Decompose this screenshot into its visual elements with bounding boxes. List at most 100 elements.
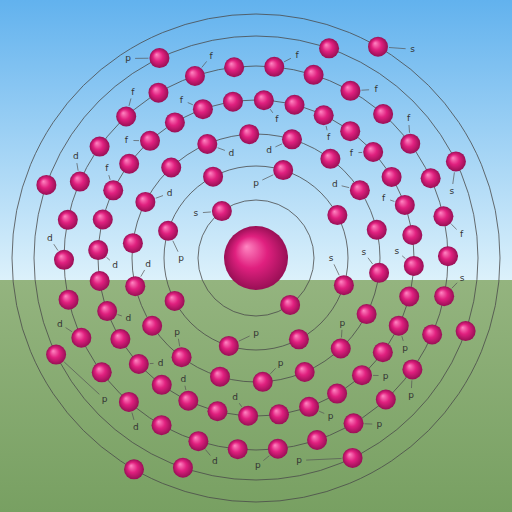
- subshell-label: d: [133, 422, 139, 432]
- leader-line: [54, 244, 58, 250]
- electron: [344, 413, 364, 433]
- electron: [70, 172, 90, 192]
- electron: [185, 66, 205, 86]
- subshell-label: p: [402, 343, 408, 353]
- subshell-label: s: [361, 247, 366, 257]
- subshell-label: p: [174, 327, 180, 337]
- leader-line: [361, 89, 369, 90]
- subshell-label: p: [253, 328, 259, 338]
- electron: [46, 345, 66, 365]
- subshell-label: p: [376, 419, 382, 429]
- electron: [178, 391, 198, 411]
- electron: [203, 167, 223, 187]
- subshell-label: d: [229, 148, 235, 158]
- electron: [376, 389, 396, 409]
- leader-line: [239, 336, 250, 341]
- subshell-label: f: [131, 87, 134, 97]
- electron: [402, 225, 422, 245]
- electron: [158, 221, 178, 241]
- subshell-label: d: [158, 358, 164, 368]
- shell-ring: [198, 200, 314, 316]
- electron: [421, 168, 441, 188]
- subshell-label: d: [126, 313, 132, 323]
- electron: [340, 81, 360, 101]
- subshell-label: d: [145, 259, 151, 269]
- leader-line: [135, 58, 148, 59]
- electron: [350, 180, 370, 200]
- shell-ring: [64, 66, 448, 450]
- shell-ring: [98, 100, 414, 416]
- subshell-label: d: [212, 456, 218, 466]
- leader-line: [239, 403, 242, 407]
- subshell-label: s: [449, 186, 454, 196]
- electron: [382, 167, 402, 187]
- electron: [395, 195, 415, 215]
- electron: [152, 415, 172, 435]
- electron: [456, 321, 476, 341]
- leader-line: [284, 58, 291, 62]
- electron: [188, 431, 208, 451]
- nucleus: [224, 226, 288, 290]
- shell-ring: [12, 14, 500, 502]
- electron: [59, 290, 79, 310]
- leader-line: [205, 450, 210, 456]
- electron: [446, 151, 466, 171]
- subshell-label: p: [255, 460, 261, 470]
- electron: [399, 287, 419, 307]
- electron: [152, 375, 172, 395]
- leader-line: [270, 368, 275, 374]
- electron: [219, 336, 239, 356]
- leader-line: [358, 152, 362, 153]
- electron: [142, 316, 162, 336]
- subshell-label: d: [112, 260, 118, 270]
- electron: [368, 37, 388, 57]
- electron: [273, 160, 293, 180]
- grass-ground: [0, 280, 512, 512]
- subshell-label: s: [194, 208, 199, 218]
- subshell-label: f: [407, 113, 410, 123]
- subshell-label: f: [460, 229, 463, 239]
- electron: [210, 367, 230, 387]
- subshell-label: p: [340, 318, 346, 328]
- electron: [212, 201, 232, 221]
- subshell-label: d: [167, 188, 173, 198]
- leader-line: [326, 126, 328, 130]
- leader-line: [133, 140, 139, 141]
- leader-line: [341, 330, 342, 338]
- leader-line: [365, 423, 373, 424]
- electron: [404, 256, 424, 276]
- electron: [373, 104, 393, 124]
- leader-line: [451, 224, 456, 229]
- leader-line: [262, 175, 273, 180]
- electron: [161, 157, 181, 177]
- electron: [110, 329, 130, 349]
- subshell-label: d: [232, 392, 238, 402]
- subshell-label: d: [181, 374, 187, 384]
- electron: [119, 392, 139, 412]
- electron: [149, 48, 169, 68]
- subshell-label: f: [374, 84, 377, 94]
- electron: [54, 250, 74, 270]
- leader-line: [132, 412, 134, 419]
- shell-ring: [34, 36, 478, 480]
- subshell-label: d: [47, 233, 53, 243]
- subshell-label: p: [383, 371, 389, 381]
- electron: [165, 112, 185, 132]
- electron: [238, 406, 258, 426]
- subshell-label: d: [73, 151, 79, 161]
- electron: [433, 206, 453, 226]
- leader-line: [453, 172, 455, 184]
- electron: [369, 263, 389, 283]
- leader-line: [178, 339, 179, 347]
- electron: [367, 220, 387, 240]
- subshell-label: p: [253, 178, 259, 188]
- shell-ring: [132, 134, 380, 382]
- electron: [135, 192, 155, 212]
- subshell-label: f: [180, 95, 183, 105]
- electron: [193, 99, 213, 119]
- subshell-label: d: [266, 145, 272, 155]
- electron: [58, 210, 78, 230]
- electron: [197, 134, 217, 154]
- leader-line: [402, 256, 405, 259]
- leader-line: [109, 175, 110, 180]
